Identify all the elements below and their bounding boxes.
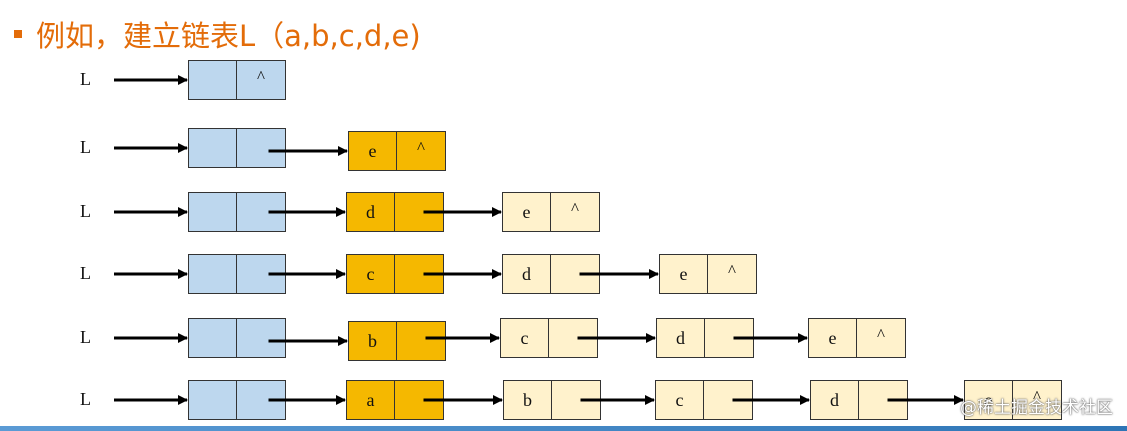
list-node-e: e^	[808, 318, 906, 358]
head-node	[188, 128, 286, 168]
data-field: d	[656, 318, 705, 358]
list-node-d: d	[656, 318, 754, 358]
data-field: a	[346, 380, 395, 420]
list-node-e: e^	[502, 192, 600, 232]
list-node-e: e^	[964, 380, 1062, 420]
list-pointer-label: L	[80, 389, 91, 409]
list-pointer-label: L	[80, 69, 91, 89]
data-field: e	[348, 131, 397, 171]
null-symbol: ^	[1033, 387, 1041, 406]
data-field: d	[502, 254, 551, 294]
data-field: e	[964, 380, 1013, 420]
null-pointer-field: ^	[708, 254, 757, 294]
null-symbol: ^	[571, 199, 579, 218]
next-pointer-field	[237, 318, 286, 358]
head-node	[188, 254, 286, 294]
list-pointer-label: L	[80, 201, 91, 221]
data-field: e	[659, 254, 708, 294]
slide-title-text: 例如，建立链表L（a,b,c,d,e)	[36, 19, 421, 53]
null-pointer-field: ^	[857, 318, 906, 358]
data-field: c	[346, 254, 395, 294]
null-pointer-field: ^	[397, 131, 446, 171]
watermark: @稀土掘金技术社区	[960, 398, 1113, 418]
slide-bottom-bar	[0, 426, 1127, 431]
data-field	[188, 128, 237, 168]
data-field: d	[346, 192, 395, 232]
list-node-b: b	[348, 321, 446, 361]
null-symbol: ^	[728, 261, 736, 280]
null-symbol: ^	[417, 138, 425, 157]
data-field: d	[810, 380, 859, 420]
null-symbol: ^	[257, 67, 265, 86]
null-symbol: ^	[877, 325, 885, 344]
list-pointer-label: L	[80, 263, 91, 283]
null-pointer-field: ^	[551, 192, 600, 232]
data-field	[188, 192, 237, 232]
list-pointer-label: L	[80, 327, 91, 347]
list-node-e: e^	[348, 131, 446, 171]
null-pointer-field: ^	[237, 60, 286, 100]
list-pointer-label: L	[80, 137, 91, 157]
list-node-a: a	[346, 380, 444, 420]
next-pointer-field	[237, 128, 286, 168]
data-field: b	[348, 321, 397, 361]
data-field: c	[655, 380, 704, 420]
slide-title: 例如，建立链表L（a,b,c,d,e)	[14, 14, 421, 54]
next-pointer-field	[397, 321, 446, 361]
data-field	[188, 60, 237, 100]
data-field	[188, 254, 237, 294]
bullet-icon	[14, 30, 22, 38]
data-field	[188, 318, 237, 358]
data-field: b	[503, 380, 552, 420]
head-node	[188, 318, 286, 358]
list-node-b: b	[503, 380, 601, 420]
data-field: c	[500, 318, 549, 358]
head-node: ^	[188, 60, 286, 100]
data-field	[188, 380, 237, 420]
data-field: e	[502, 192, 551, 232]
null-pointer-field: ^	[1013, 380, 1062, 420]
data-field: e	[808, 318, 857, 358]
list-node-e: e^	[659, 254, 757, 294]
